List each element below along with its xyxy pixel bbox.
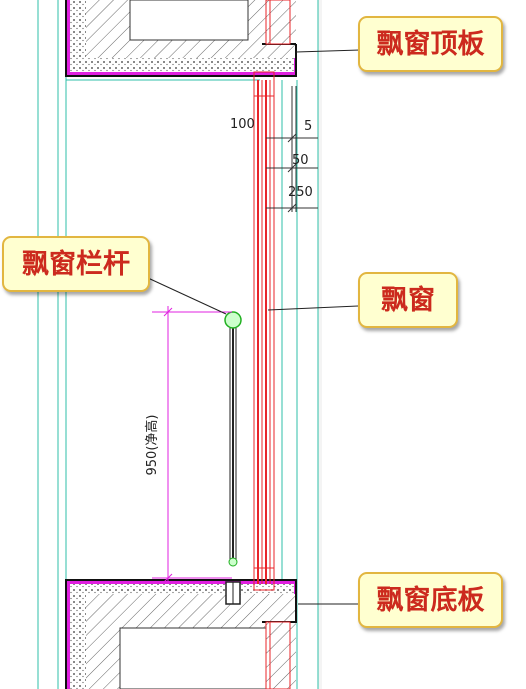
dim-250: 250: [288, 185, 313, 200]
railing-height-label: 950(净高): [144, 415, 160, 476]
callout-window: 飘窗: [358, 272, 458, 328]
railing: [224, 311, 242, 605]
bay-window-frame: [253, 71, 275, 591]
window-dimensions: [266, 86, 318, 213]
callout-bottom-slab: 飘窗底板: [358, 572, 503, 628]
bottom-slab: [65, 579, 297, 689]
leader-lines: [147, 49, 361, 605]
railing-dimension: [152, 306, 232, 584]
dim-50: 50: [292, 153, 309, 168]
dim-100: 100: [230, 117, 255, 132]
railing-top-knob: [224, 311, 242, 329]
callout-top-slab: 飘窗顶板: [358, 16, 503, 72]
callout-railing: 飘窗栏杆: [2, 236, 150, 292]
dim-5: 5: [304, 119, 312, 134]
top-slab: [65, 0, 297, 77]
sheet: [38, 0, 318, 689]
